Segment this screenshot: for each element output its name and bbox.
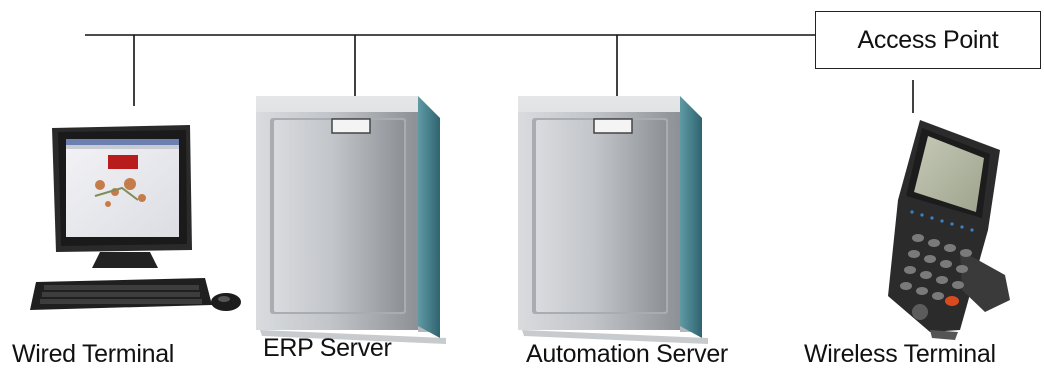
wireless-terminal-label: Wireless Terminal: [804, 340, 996, 368]
automation-server-label: Automation Server: [526, 340, 728, 368]
access-point-label: Access Point: [857, 25, 999, 54]
handheld-scanner-icon: [888, 120, 1010, 340]
wired-terminal-label: Wired Terminal: [12, 340, 175, 368]
network-backbone: [85, 34, 914, 130]
desktop-computer-icon: [30, 125, 241, 311]
erp-server-label: ERP Server: [263, 334, 392, 362]
server-tower-icon: [256, 96, 446, 344]
server-tower-icon: [518, 96, 708, 344]
access-point-box: Access Point: [815, 11, 1041, 69]
